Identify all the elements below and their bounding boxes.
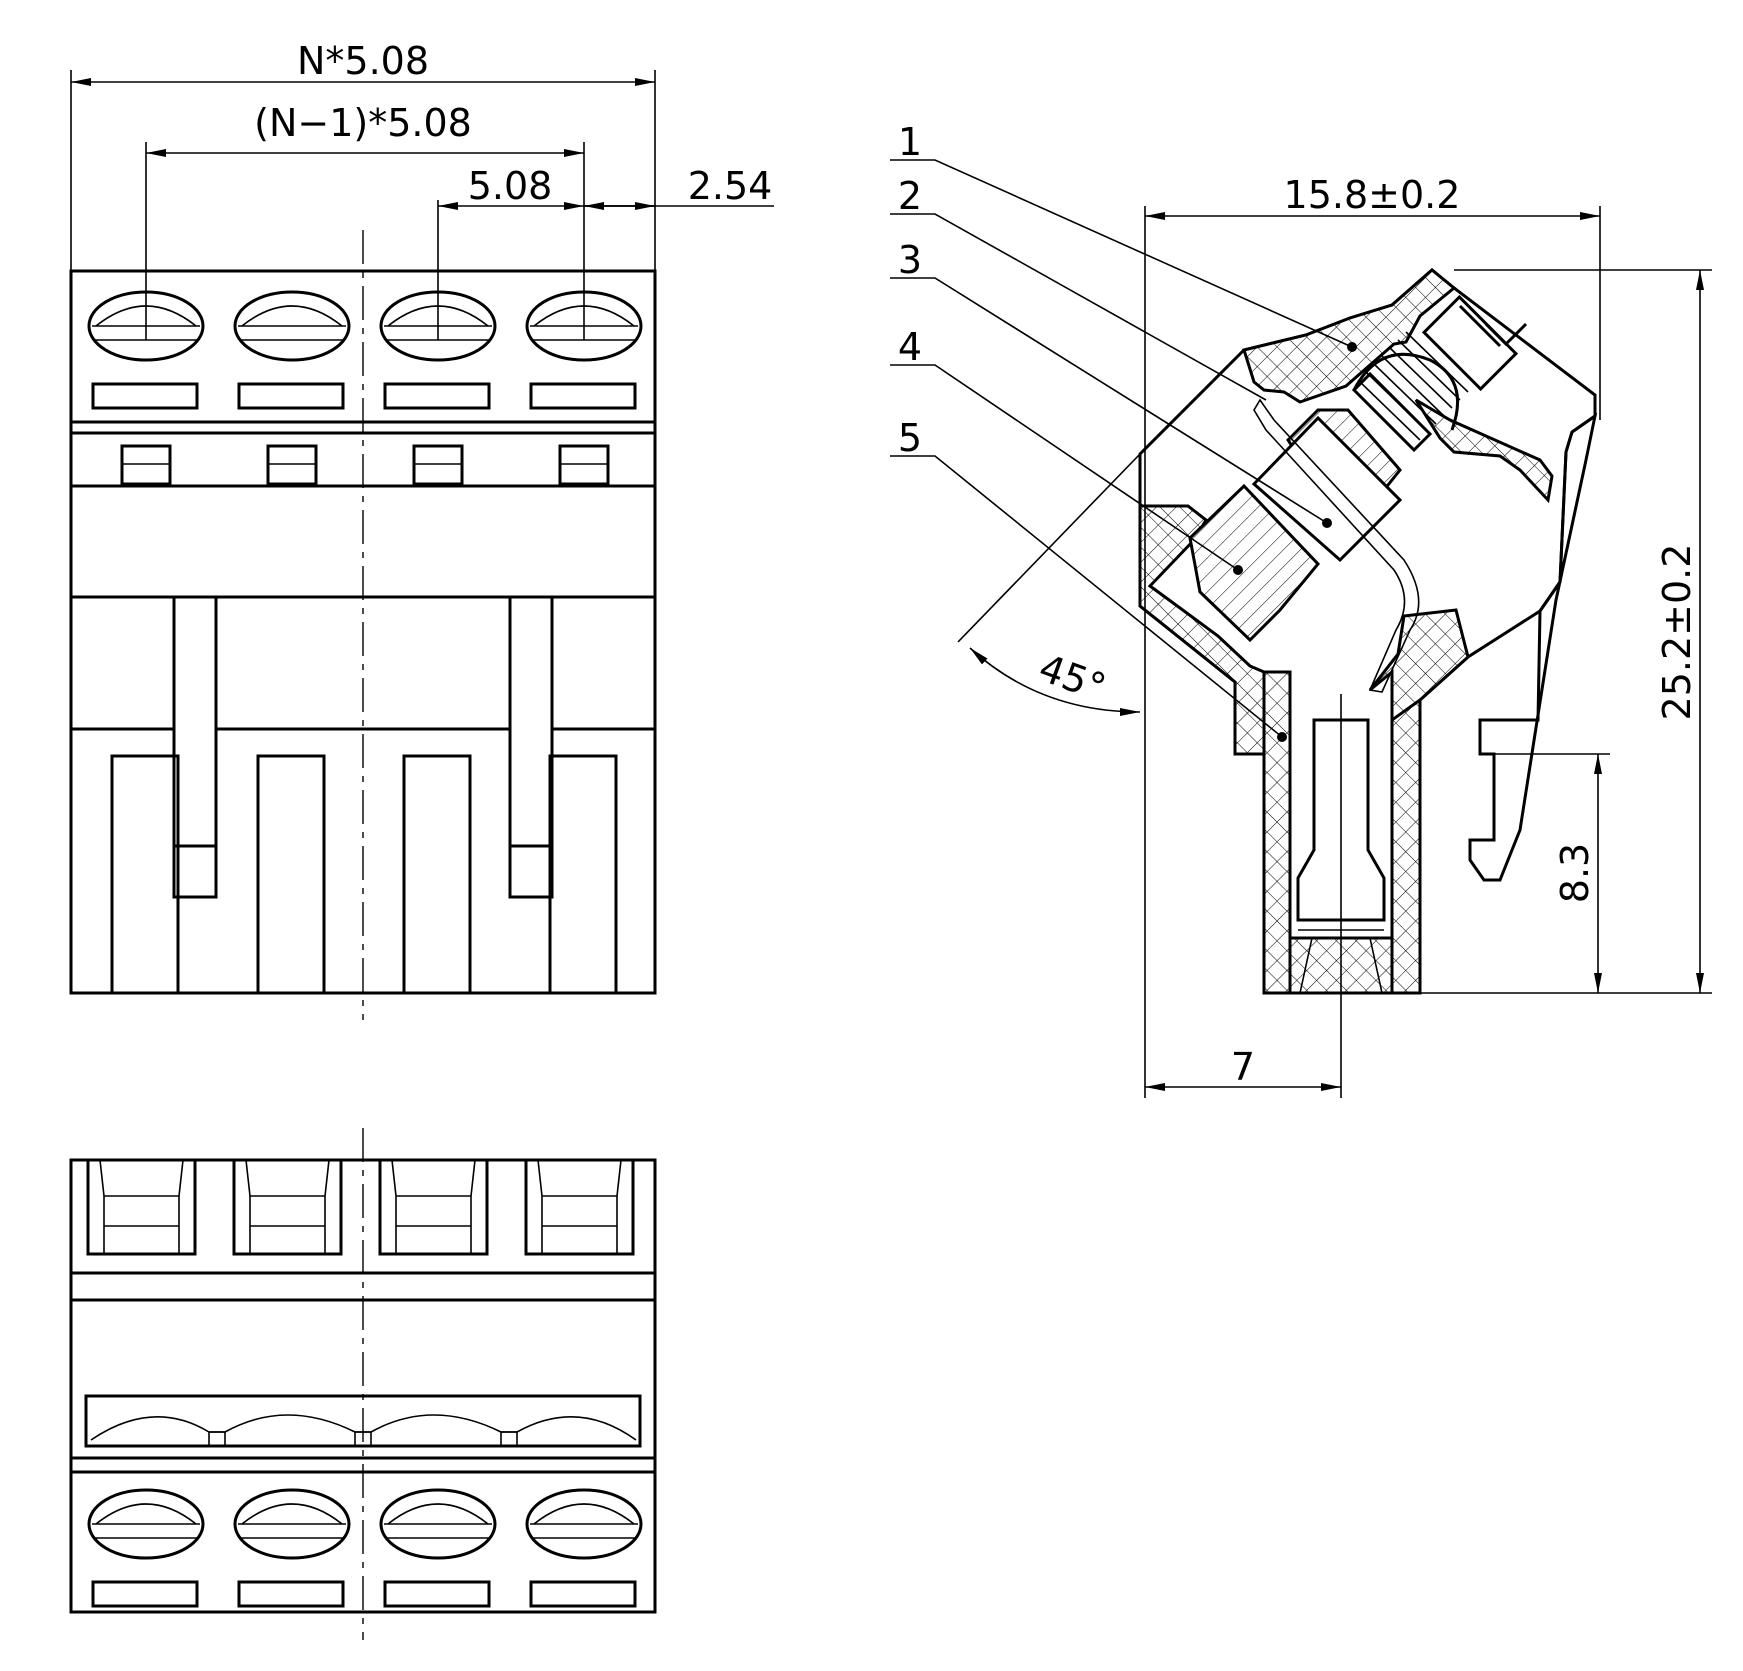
callout-1: 1 xyxy=(898,120,922,164)
pin-slots xyxy=(110,754,618,995)
locking-tabs xyxy=(172,595,554,899)
dim-half-pitch: 2.54 xyxy=(688,164,773,208)
dim-angle: 45° xyxy=(1033,646,1111,710)
release-lever xyxy=(1468,412,1598,882)
top-screw-3 xyxy=(379,1488,497,1560)
callout-2: 2 xyxy=(898,174,922,218)
callout-4: 4 xyxy=(898,325,922,369)
wire-entry-windows xyxy=(86,1159,635,1256)
top-screw-4 xyxy=(525,1488,643,1560)
side-dimensions: 15.8±0.2 25.2±0.2 8.3 7 45° xyxy=(957,173,1712,1098)
dim-pin-height: 8.3 xyxy=(1553,843,1597,903)
housing-right-section xyxy=(1368,608,1470,723)
contact-spring xyxy=(1253,398,1420,693)
front-body-outline xyxy=(69,269,657,995)
top-screw-row xyxy=(87,1488,643,1560)
screw-head xyxy=(1421,294,1528,392)
dim-height: 25.2±0.2 xyxy=(1655,544,1699,721)
screw-thread xyxy=(1351,331,1469,453)
front-dimensions: N*5.08 (N−1)*5.08 5.08 2.54 xyxy=(70,39,774,340)
front-screw-row xyxy=(87,290,643,362)
dim-width: 15.8±0.2 xyxy=(1284,173,1461,217)
dim-n-pitch: N*5.08 xyxy=(297,39,429,83)
front-latch-windows xyxy=(120,444,610,486)
front-test-windows xyxy=(91,382,637,410)
dim-offset: 7 xyxy=(1231,1045,1255,1089)
top-view xyxy=(69,1128,657,1640)
front-view xyxy=(69,230,657,1020)
callout-5: 5 xyxy=(898,416,922,460)
top-screw-1 xyxy=(87,1488,205,1560)
dim-n-minus-1-pitch: (N−1)*5.08 xyxy=(254,101,472,145)
dim-pitch: 5.08 xyxy=(468,164,553,208)
callouts: 1 2 3 4 5 xyxy=(890,120,1353,738)
screw-2 xyxy=(233,290,351,362)
contact-pin xyxy=(1296,694,1386,1000)
callout-3: 3 xyxy=(898,238,922,282)
clamp-body xyxy=(1188,483,1321,643)
top-test-windows xyxy=(91,1580,637,1608)
housing-top-section xyxy=(1242,268,1457,404)
side-section-view xyxy=(1138,268,1598,1000)
top-screw-2 xyxy=(233,1488,351,1560)
